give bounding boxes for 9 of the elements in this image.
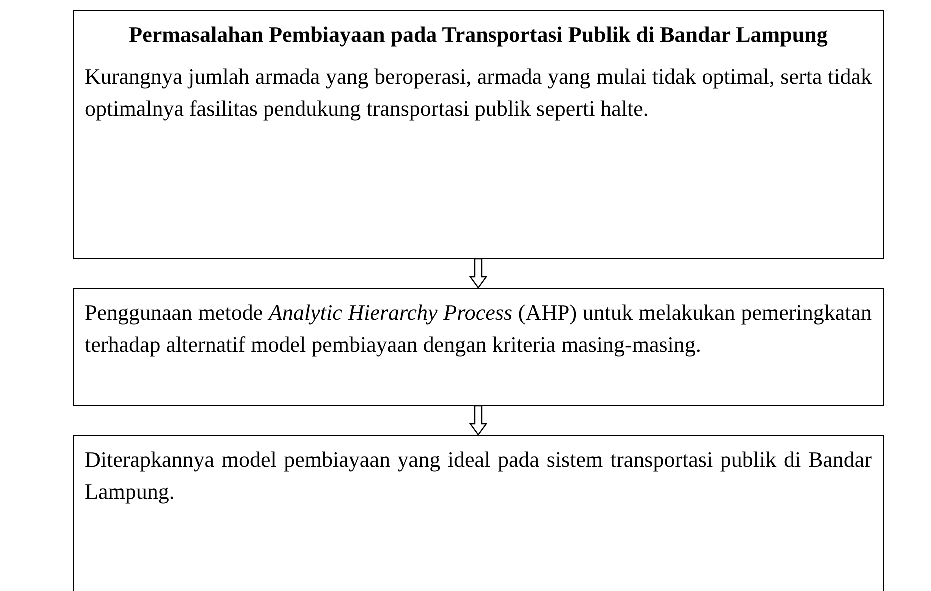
box-heading: Permasalahan Pembiayaan pada Transportasi Publik di Bandar Lampung bbox=[128, 21, 829, 49]
process-box bbox=[73, 288, 884, 406]
process-box bbox=[73, 435, 884, 591]
process-box bbox=[73, 10, 884, 259]
box-text: Kurangnya jumlah armada yang beroperasi, armada yang mulai tidak optimal, serta tidak optimalnya fasilitas pendukung transportasi publik seperti halte. bbox=[85, 63, 872, 123]
box-text: Penggunaan metode Analytic Hierarchy Process (AHP) untuk melakukan pemeringkatan terhadap alternatif model pembiayaan dengan kriteria masing-masing. bbox=[85, 299, 872, 359]
arrow bbox=[469, 405, 488, 436]
box-text: Diterapkannya model pembiayaan yang ideal pada sistem transportasi publik di Bandar Lampung. bbox=[85, 446, 872, 506]
arrow bbox=[469, 258, 488, 290]
